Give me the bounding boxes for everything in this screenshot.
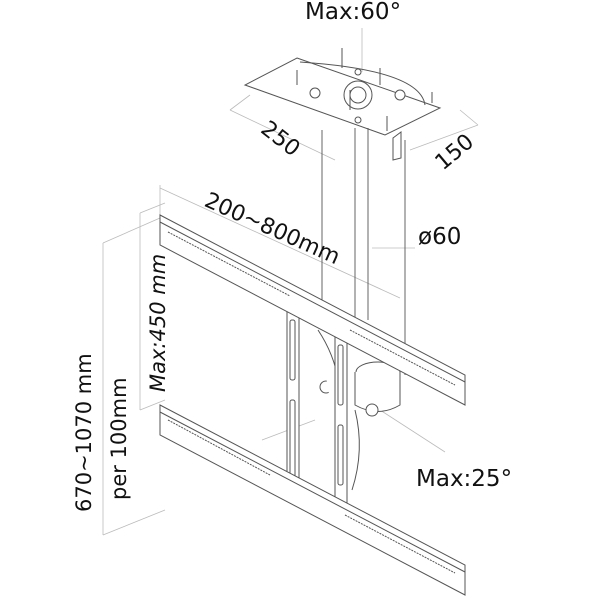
- pole-diameter-label: ø60: [418, 224, 462, 250]
- tilt-top-label: Max:60°: [305, 0, 402, 25]
- top-rail: [159, 214, 466, 406]
- dimension-lines: [102, 28, 479, 536]
- tilt-bottom-label: Max:25°: [416, 466, 513, 492]
- bottom-rail: [159, 404, 466, 596]
- ceiling-plate: [243, 48, 442, 161]
- tilt-bracket: [317, 329, 401, 491]
- height-step-label: per 100mm: [107, 377, 131, 500]
- vertical-max-label: Max:450 mm: [146, 253, 170, 392]
- height-range-label: 670~1070 mm: [72, 353, 96, 512]
- pole: [321, 128, 406, 375]
